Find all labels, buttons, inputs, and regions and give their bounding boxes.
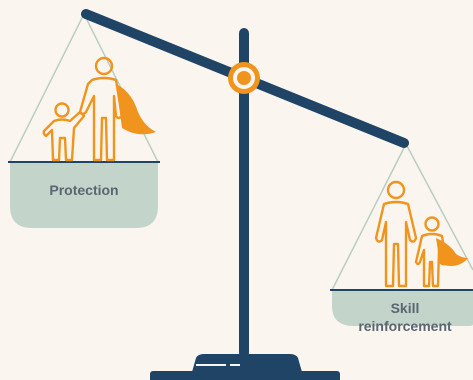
right-pan-strings — [331, 143, 473, 291]
pivot-circle-icon — [228, 62, 260, 94]
right-pan-label-line1: Skill — [391, 300, 420, 316]
left-pan-bowl — [10, 162, 158, 228]
base-highlight-dash — [196, 364, 226, 366]
adult-superhero-icon — [78, 56, 156, 162]
right-pan: Skill reinforcement — [330, 289, 473, 334]
scale-base-plate — [150, 371, 340, 380]
scale-base — [150, 354, 340, 380]
right-pan-label-line2: reinforcement — [358, 318, 452, 334]
left-pan: Protection — [8, 161, 160, 228]
adult-icon — [374, 180, 418, 288]
child-superhero-icon — [414, 216, 468, 288]
scale-base-foot — [192, 354, 302, 372]
child-icon — [42, 102, 86, 162]
adult-cape — [116, 84, 156, 135]
scale-pole — [239, 28, 249, 358]
right-pan-bowl — [332, 290, 473, 326]
base-highlight-dot — [230, 364, 240, 366]
left-pan-label: Protection — [49, 182, 118, 198]
